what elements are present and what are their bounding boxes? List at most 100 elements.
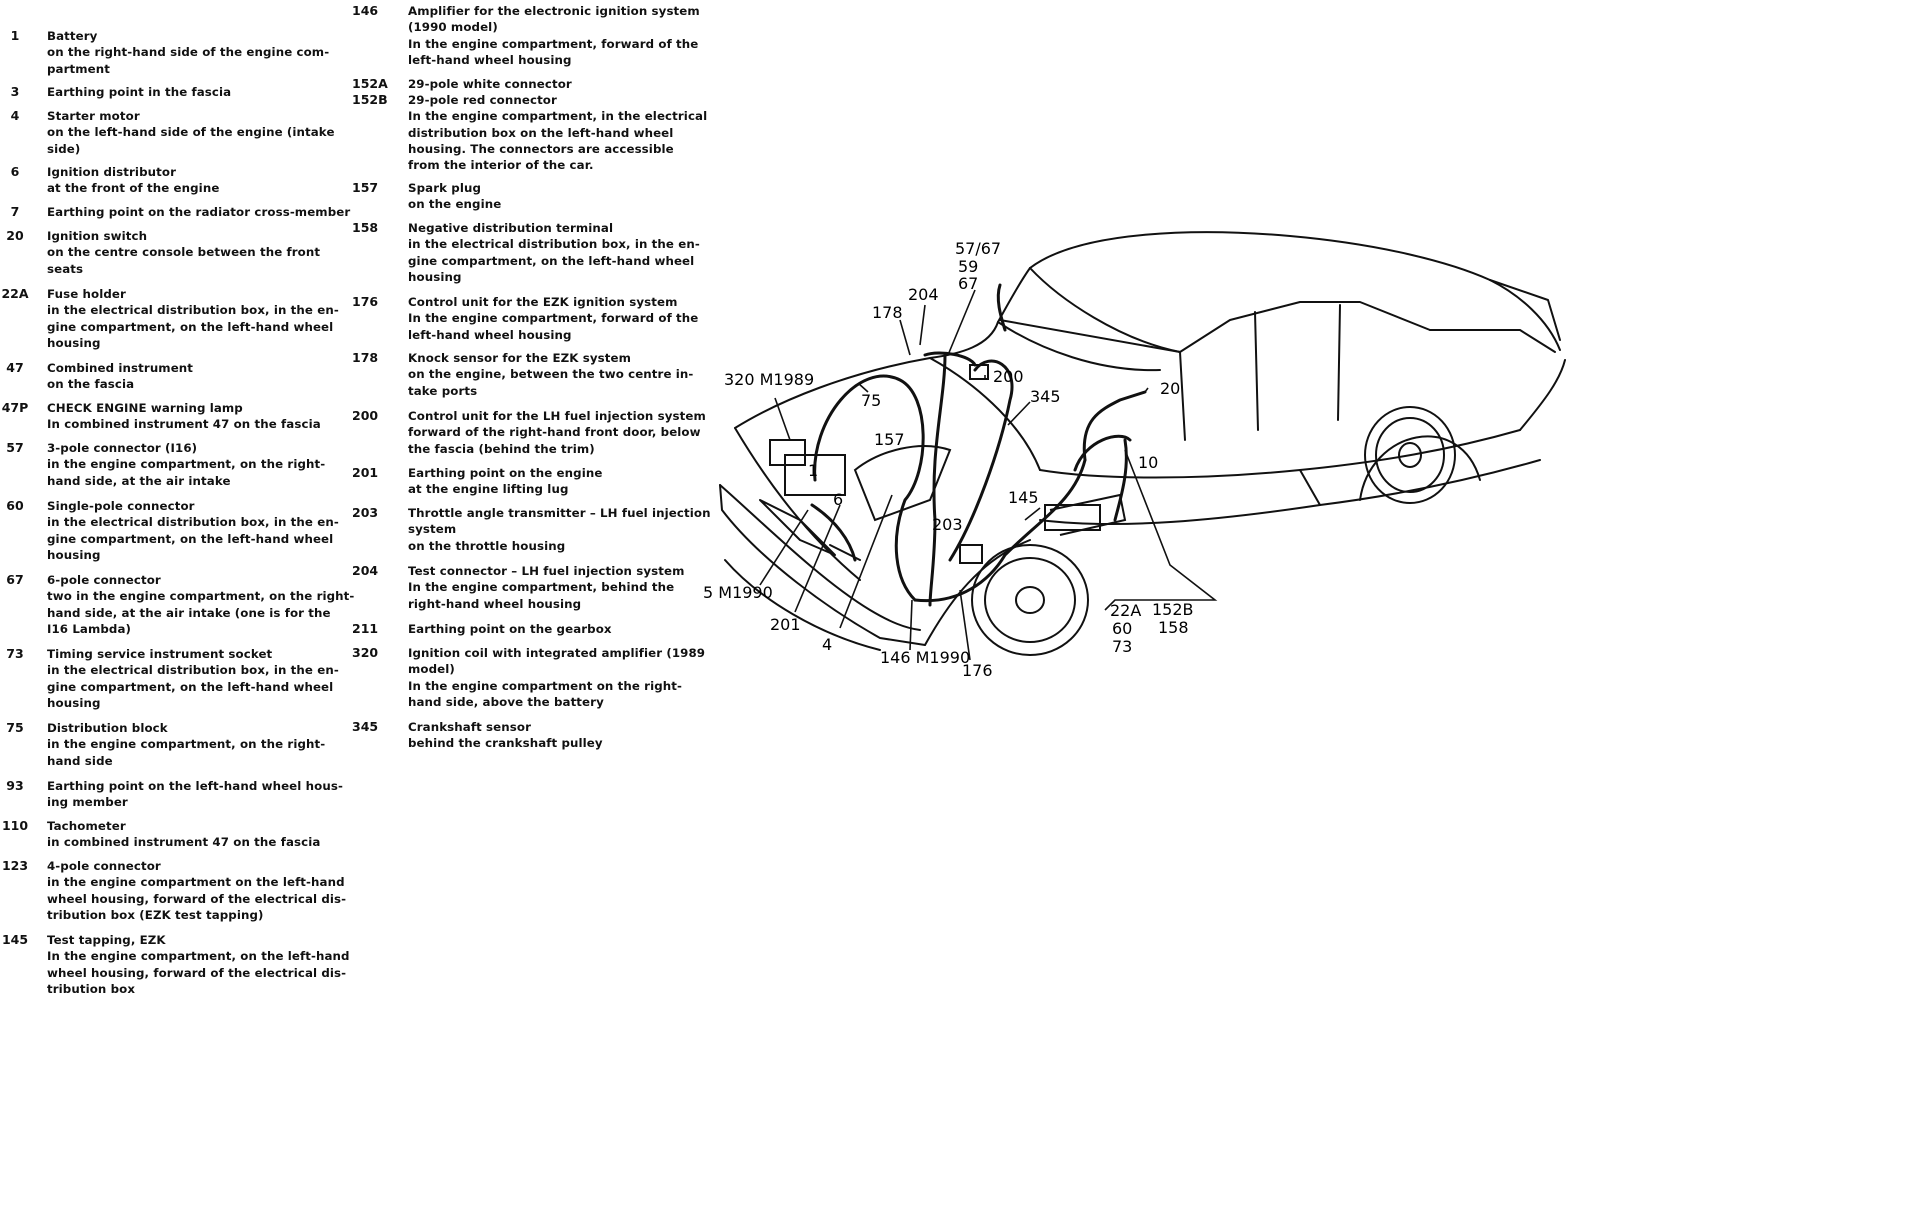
legend-item-title: Ignition switch [47, 229, 148, 243]
legend-item-detail: the fascia (behind the trim) [408, 441, 595, 456]
label-146-m1990: 146 M1990 [880, 648, 970, 667]
legend-item-title: Battery [47, 29, 98, 43]
legend-number: 60 [6, 498, 24, 513]
legend-number: 201 [352, 465, 379, 480]
legend-item-detail: wheel housing, forward of the electrical… [47, 891, 347, 906]
legend-item-title: Earthing point on the gearbox [408, 622, 612, 636]
legend-number: 22A [1, 286, 29, 301]
legend-number: 158 [352, 220, 379, 235]
legend-item-detail: In the engine compartment, forward of th… [408, 311, 699, 326]
legend-item-detail: In the engine compartment, behind the [408, 580, 675, 595]
legend-item-title: Test connector – LH fuel injection syste… [408, 564, 685, 578]
legend-item-detail: take ports [408, 383, 478, 398]
legend-item-detail: In the engine compartment, forward of th… [408, 36, 699, 51]
label-5-m1990: 5 M1990 [703, 583, 773, 602]
label-75: 75 [861, 391, 881, 410]
legend-item-detail: tribution box [47, 981, 136, 996]
legend-number: 123 [1, 858, 29, 873]
legend-number: 176 [352, 294, 379, 309]
legend-item-detail: on the engine, between the two centre in… [408, 367, 694, 382]
legend-description: Battery on the right-hand side of the eng… [47, 28, 335, 77]
legend-item-detail: hand side, at the air intake (one is for… [47, 605, 331, 620]
legend-item-detail: in combined instrument 47 on the fascia [47, 835, 321, 850]
label-10: 10 [1138, 453, 1158, 472]
legend-item-detail: model) [408, 662, 455, 677]
legend-description: Earthing point on the left-hand wheel ho… [47, 778, 343, 811]
label-1: 1 [808, 461, 818, 480]
legend-description: Throttle angle transmitter – LH fuel inj… [408, 505, 710, 554]
label-22a: 22A [1110, 601, 1141, 620]
label-145: 145 [1008, 488, 1039, 507]
label-157: 157 [874, 430, 905, 449]
legend-number: 145 [1, 932, 29, 947]
legend-item-detail: In the engine compartment, on the left-h… [47, 949, 350, 964]
legend-item-detail: in the engine compartment, on the right- [47, 457, 326, 472]
legend-item-detail: on the right-hand side of the engine com… [47, 45, 330, 60]
label-345: 345 [1030, 387, 1061, 406]
legend-description: Earthing point in the fascia [47, 84, 335, 100]
legend-description: 29-pole red connector In the engine compa… [408, 92, 708, 173]
legend-number: 67 [6, 572, 24, 587]
legend-item-title: Crankshaft sensor [408, 720, 532, 734]
legend-item-title: Earthing point on the radiator cross-mem… [47, 205, 351, 219]
legend-item-title: Spark plug [408, 181, 482, 195]
legend-item-detail: behind the crankshaft pulley [408, 736, 603, 751]
legend-item-detail: gine compartment, on the left-hand wheel [47, 531, 334, 546]
legend-description: Earthing point on the gearbox [408, 621, 692, 637]
legend-description: Control unit for the LH fuel injection s… [408, 408, 706, 457]
legend-item-detail: system [408, 522, 457, 537]
legend-item-title: Earthing point in the fascia [47, 85, 232, 99]
legend-number: 47P [1, 400, 29, 415]
legend-description: 29-pole white connector [408, 76, 692, 92]
label-59: 59 [958, 257, 978, 276]
legend-item-detail: at the front of the engine [47, 181, 220, 196]
legend-item-title: 29-pole red connector [408, 93, 557, 107]
legend-number: 157 [352, 180, 379, 195]
legend-number: 47 [6, 360, 24, 375]
legend-item-detail: left-hand wheel housing [408, 52, 572, 67]
legend-item-detail: housing [408, 269, 462, 284]
legend-item-detail: gine compartment, on the left-hand wheel [47, 319, 334, 334]
legend-item-detail: right-hand wheel housing [408, 596, 582, 611]
legend-item-title: Knock sensor for the EZK system [408, 351, 631, 365]
legend-item-title: Ignition coil with integrated amplifier … [408, 646, 706, 660]
legend-item-title: Test tapping, EZK [47, 933, 166, 947]
legend-item-detail: I16 Lambda) [47, 621, 132, 636]
legend-item-detail: on the throttle housing [408, 538, 566, 553]
label-67: 67 [958, 274, 978, 293]
legend-number: 146 [352, 3, 379, 18]
legend-description: Control unit for the EZK ignition system… [408, 294, 699, 343]
legend-item-title: Amplifier for the electronic ignition sy… [408, 4, 700, 18]
label-204: 204 [908, 285, 939, 304]
legend-item-detail: In combined instrument 47 on the fascia [47, 417, 321, 432]
legend-item-title: Starter motor [47, 109, 140, 123]
legend-item-title: Distribution block [47, 721, 168, 735]
legend-description: Test tapping, EZK In the engine compartme… [47, 932, 350, 997]
car-wiring-diagram [719, 231, 1566, 661]
legend-description: Ignition coil with integrated amplifier … [408, 645, 706, 710]
legend-number: 203 [352, 505, 379, 520]
label-201: 201 [770, 615, 801, 634]
legend-item-title: Control unit for the LH fuel injection s… [408, 409, 706, 423]
label-60: 60 [1112, 619, 1132, 638]
legend-number: 211 [352, 621, 379, 636]
legend-item-detail: on the fascia [47, 377, 135, 392]
legend-item-detail: In the engine compartment, in the electr… [408, 109, 708, 124]
legend-item-title: Timing service instrument socket [47, 647, 273, 661]
legend-item-title: Earthing point on the engine [408, 466, 603, 480]
legend-item-detail: side) [47, 141, 81, 156]
legend-description: Earthing point on the radiator cross-mem… [47, 204, 351, 220]
legend-number: 1 [10, 28, 20, 43]
label-176: 176 [962, 661, 993, 680]
legend-item-detail: in the electrical distribution box, in t… [47, 303, 339, 318]
legend-number: 4 [10, 108, 20, 123]
legend-item-detail: in the engine compartment on the left-ha… [47, 875, 345, 890]
legend-description: Test connector – LH fuel injection syste… [408, 563, 692, 612]
